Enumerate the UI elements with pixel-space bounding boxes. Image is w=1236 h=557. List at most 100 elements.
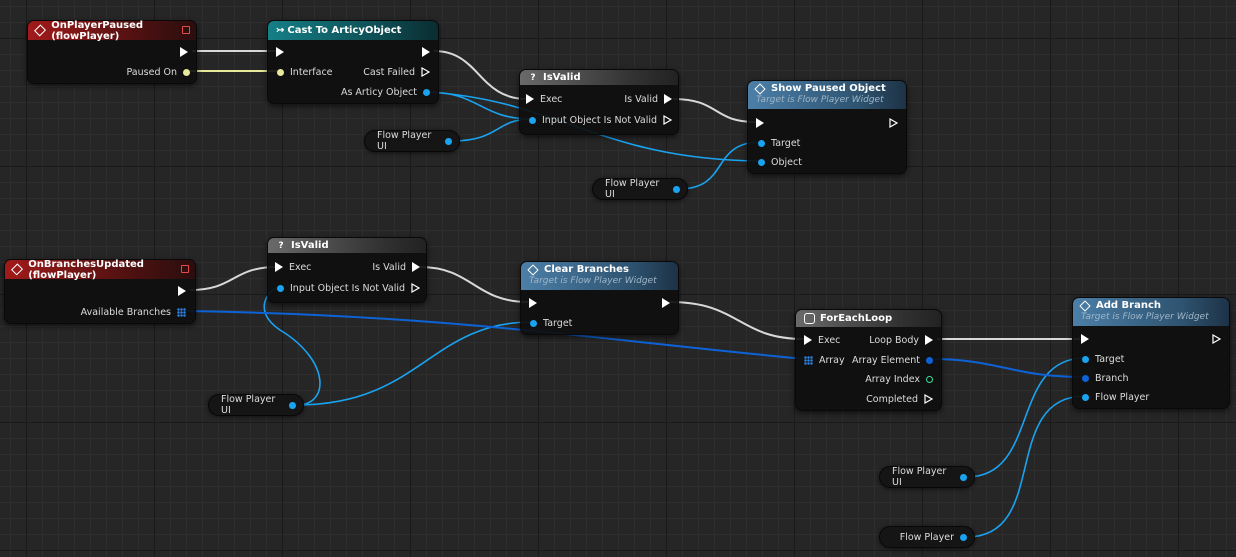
node-title: Add Branch: [1096, 300, 1162, 311]
flow-player-ui-variable[interactable]: Flow Player UI: [364, 130, 460, 152]
pin-label: Target: [543, 317, 573, 329]
object-pin-icon: [960, 473, 967, 481]
object-pin-icon: [289, 401, 296, 409]
node-title: Show Paused Object: [771, 83, 886, 94]
close-icon[interactable]: [181, 265, 189, 273]
function-icon: [527, 263, 539, 276]
clear-branches-node[interactable]: Clear Branches Target is Flow Player Wid…: [520, 261, 679, 335]
pin-label: Completed: [866, 393, 918, 405]
on-player-paused-node[interactable]: OnPlayerPaused (flowPlayer) Paused On: [27, 20, 197, 84]
flow-player-pin[interactable]: Flow Player: [1082, 390, 1149, 404]
input-object-pin[interactable]: Input Object: [529, 113, 601, 127]
for-each-loop-node[interactable]: ForEachLoop Exec Loop Body Array Array E…: [795, 309, 942, 411]
array-element-pin[interactable]: Array Element: [852, 353, 933, 367]
exec-out-pin[interactable]: [662, 296, 670, 310]
exec-hollow-pin-icon: [421, 67, 430, 77]
struct-wire: [929, 358, 1086, 378]
array-in-pin[interactable]: Array: [804, 353, 845, 367]
interface-pin-icon: [277, 68, 284, 76]
variable-label: Flow Player: [899, 531, 954, 543]
object-wire: [263, 286, 321, 406]
completed-pin[interactable]: Completed: [866, 392, 933, 406]
target-pin[interactable]: Target: [530, 316, 572, 330]
object-pin[interactable]: Object: [758, 155, 802, 169]
exec-hollow-pin-icon: [663, 115, 672, 125]
exec-out-pin[interactable]: [180, 45, 188, 59]
exec-pin-icon: [529, 298, 537, 308]
exec-in-pin[interactable]: [756, 116, 764, 130]
cast-failed-pin[interactable]: Cast Failed: [363, 65, 430, 79]
object-pin-icon: [277, 284, 284, 292]
pin-label: Is Not Valid: [603, 114, 657, 126]
add-branch-node[interactable]: Add Branch Target is Flow Player Widget …: [1072, 297, 1230, 409]
pin-label: As Articy Object: [340, 86, 417, 98]
show-paused-object-node[interactable]: Show Paused Object Target is Flow Player…: [747, 80, 907, 174]
target-pin[interactable]: Target: [1082, 352, 1124, 366]
is-not-valid-pin[interactable]: Is Not Valid: [352, 281, 420, 295]
available-branches-pin[interactable]: Available Branches: [81, 305, 186, 319]
paused-on-pin[interactable]: Paused On: [127, 65, 190, 79]
object-pin-icon: [529, 116, 536, 124]
object-pin-icon: [1082, 393, 1089, 401]
flow-player-variable[interactable]: Flow Player: [879, 526, 975, 548]
exec-wire: [189, 266, 278, 291]
object-pin-icon: [673, 185, 680, 193]
exec-pin-icon: [925, 335, 933, 345]
exec-in-pin[interactable]: Exec: [275, 260, 311, 274]
flow-player-ui-variable[interactable]: Flow Player UI: [208, 394, 304, 416]
pin-label: Target: [1095, 353, 1125, 365]
pin-label: Object: [771, 156, 802, 168]
variable-label: Flow Player UI: [605, 178, 660, 200]
flow-player-ui-variable[interactable]: Flow Player UI: [592, 178, 688, 200]
node-title: Clear Branches: [544, 264, 629, 275]
flow-player-ui-variable[interactable]: Flow Player UI: [879, 466, 975, 488]
pin-label: Loop Body: [869, 334, 919, 346]
interface-in-pin[interactable]: Interface: [277, 65, 333, 79]
exec-out-pin[interactable]: [889, 116, 898, 130]
exec-out-pin[interactable]: [422, 45, 430, 59]
exec-pin-icon: [275, 262, 283, 272]
is-valid-pin[interactable]: Is Valid: [624, 92, 672, 106]
pin-label: Input Object: [542, 114, 601, 126]
is-not-valid-pin[interactable]: Is Not Valid: [604, 113, 672, 127]
pin-label: Is Valid: [372, 261, 406, 273]
exec-out-pin[interactable]: [1212, 332, 1221, 346]
exec-in-pin[interactable]: [276, 45, 284, 59]
pin-label: Interface: [290, 66, 333, 78]
exec-in-pin[interactable]: Exec: [526, 92, 562, 106]
exec-pin-icon: [422, 47, 430, 57]
node-header: ForEachLoop: [796, 310, 941, 327]
exec-out-pin[interactable]: [178, 284, 186, 298]
function-icon: [754, 82, 766, 95]
is-valid-node[interactable]: ? IsValid Exec Is Valid Input Object Is …: [267, 237, 427, 303]
as-articy-object-pin[interactable]: As Articy Object: [341, 85, 430, 99]
target-pin[interactable]: Target: [758, 136, 800, 150]
node-header: Add Branch Target is Flow Player Widget: [1073, 298, 1229, 326]
exec-wire: [419, 266, 529, 303]
object-wire: [296, 321, 533, 406]
on-branches-updated-node[interactable]: OnBranchesUpdated (flowPlayer) Available…: [4, 259, 196, 324]
exec-in-pin[interactable]: [1081, 332, 1089, 346]
object-pin-icon: [758, 139, 765, 147]
array-index-pin[interactable]: Array Index: [865, 372, 933, 386]
object-pin-icon: [1082, 355, 1089, 363]
object-pin-icon: [530, 319, 537, 327]
exec-in-pin[interactable]: Exec: [804, 333, 840, 347]
branch-pin[interactable]: Branch: [1082, 371, 1129, 385]
variable-label: Flow Player UI: [221, 394, 276, 416]
cast-to-articy-node[interactable]: ↣ Cast To ArticyObject Interface Cast Fa…: [267, 20, 439, 104]
object-pin-icon: [445, 137, 452, 145]
exec-pin-icon: [804, 335, 812, 345]
exec-pin-icon: [526, 94, 534, 104]
struct-pin-icon: [926, 356, 933, 364]
pin-label: Array: [819, 354, 845, 366]
is-valid-node[interactable]: ? IsValid Exec Is Valid Input Object Is …: [519, 69, 679, 135]
exec-wire: [669, 301, 805, 340]
loop-body-pin[interactable]: Loop Body: [869, 333, 933, 347]
variable-label: Flow Player UI: [377, 130, 432, 152]
exec-pin-icon: [180, 47, 188, 57]
input-object-pin[interactable]: Input Object: [277, 281, 349, 295]
exec-in-pin[interactable]: [529, 296, 537, 310]
close-icon[interactable]: [182, 26, 190, 34]
is-valid-pin[interactable]: Is Valid: [372, 260, 420, 274]
